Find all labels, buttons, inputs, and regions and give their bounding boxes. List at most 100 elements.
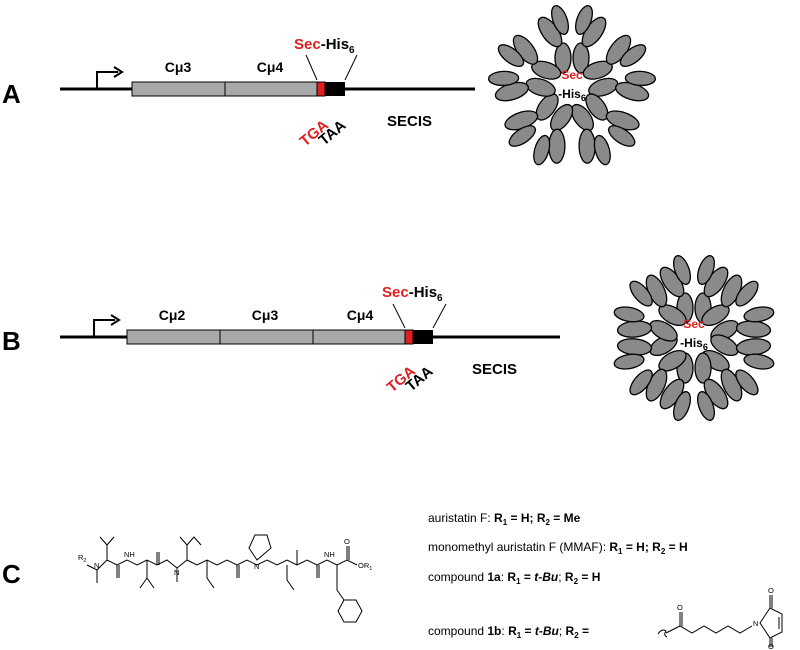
hexamer-his-label: -His6 [680,336,708,352]
pentamer-fc-domain [570,103,594,132]
maleimide-ring [759,607,783,639]
pentamer-fc-domain [550,103,574,132]
tag-pointer-right [344,54,358,81]
his-tag-box [413,330,433,344]
sec-codon-box [404,329,414,345]
pyrrolidine-ring [248,534,272,561]
panel-c-label: C [2,559,21,589]
backbone-chain [86,559,358,571]
hexamer-fab-domain [743,353,775,370]
isopropyl-branch [139,560,148,589]
pentamer-fc-domain [525,77,556,97]
promoter-arrowhead-icon [110,314,121,326]
sec-his-tag-label: Sec-His6 [382,284,443,304]
pentamer-fc-domain [588,77,619,97]
pentamer-fab-domain [619,44,647,68]
pentamer-fab-domain [533,134,551,166]
o-atom: O [344,537,350,546]
hexamer-fab-domain [673,391,691,421]
domain-label-cmu3: Cμ3 [252,307,279,323]
hexamer-fc-domain [701,304,730,327]
compound-mmaf: monomethyl auristatin F (MMAF): R1 = H; … [428,540,688,556]
panel-c: C [2,511,783,650]
nh-atom: NH [124,550,135,559]
pentamer-sec-label: Sec [561,68,583,82]
compound-1a: compound 1a: R1 = t-Bu; R2 = H [428,570,600,586]
domain-cmu4 [312,329,406,345]
hexamer-fab-domain [735,369,759,396]
r2n-atom: R2 [78,553,86,564]
pentamer-fc-domain [582,60,613,80]
pentamer-fab-domain [487,70,520,87]
pentamer-fab-domain [575,5,593,35]
panel-b-label: B [2,326,21,356]
sec-butyl-branch [186,536,202,560]
pentamer-fc-domain [585,93,609,121]
pentamer-fab-domain [608,125,636,147]
pentamer-fab-domain [551,5,569,35]
hexamer-fab-domain [613,306,645,323]
structure-atom-labels: R2 N NH N N NH O OR1 [78,537,372,577]
domain-label-cmu3: Cμ3 [165,59,192,75]
tag-pointer-right [432,303,447,329]
hexamer-fab-domain [735,338,772,356]
hexamer-fab-domain [697,391,715,421]
linker-o-atom: O [768,586,774,595]
domain-cmu3 [219,329,314,345]
pentamer-fc-domain [554,42,572,74]
hexamer-sec-label: Sec [683,317,705,331]
wavy-bond-icon [657,629,668,638]
domain-cmu3 [131,81,226,97]
hexamer-diagram [613,255,775,421]
promoter-arrow-icon [93,319,115,337]
tag-pointer-left [305,54,318,81]
domain-label-cmu4: Cμ4 [347,307,374,323]
pentamer-diagram [487,5,657,166]
pentamer-fab-domain [578,128,596,164]
hexamer-fc-domain [694,352,712,384]
phenyl-ring [337,599,363,623]
domain-cmu4 [224,81,318,97]
linker-o-atom: O [768,642,774,650]
or1-atom: OR1 [358,561,372,572]
his-tag-box [325,82,345,96]
n-pro-atom: N [254,562,259,571]
pentamer-fc-domain [572,42,590,74]
promoter-arrow-icon [96,71,118,89]
nh-atom: NH [324,550,335,559]
domain-label-cmu4: Cμ4 [257,59,284,75]
pentamer-fab-domain [497,44,525,68]
isopropyl-branch [99,536,108,560]
hexamer-fab-domain [673,255,691,285]
panel-a-label: A [2,79,21,109]
pentamer-fab-domain [548,128,566,164]
hexamer-fab-domain [616,320,653,338]
maleimide-linker-structure [657,595,783,647]
tag-pointer-left [392,303,406,329]
pentamer-fab-domain [624,70,657,87]
hexamer-fab-domain [735,320,772,338]
hexamer-fab-domain [735,280,759,307]
n-atom: N [174,568,179,577]
promoter-arrowhead-icon [113,66,124,78]
methyl-branch [179,536,188,546]
panel-a: A Cμ3 Cμ4 Sec-His6 TGA TAA SECIS Sec -Hi… [2,5,657,166]
n-atom: N [94,561,99,570]
hexamer-fab-domain [616,338,653,356]
benzyl-group [336,565,345,601]
hexamer-fc-domain [710,334,739,357]
compound-auristatin-f: auristatin F: R1 = H; R2 = Me [428,511,581,527]
pentamer-fc-domain [535,93,559,121]
methoxy-group [206,560,215,589]
methoxy-group [286,565,295,591]
hexamer-fab-domain [629,369,653,396]
hexamer-fab-domain [613,353,645,370]
secis-label: SECIS [387,113,432,130]
pentamer-fab-domain [593,134,611,166]
hexamer-fc-domain [658,349,687,372]
sec-his-tag-label: Sec-His6 [294,36,355,56]
hexamer-fc-domain [649,319,678,342]
panel-b: B Cμ2 Cμ3 Cμ4 Sec-His6 TGA TAA SECIS Sec… [2,255,775,421]
hexanoyl-chain [665,625,753,634]
hexamer-fc-domain [658,304,687,327]
